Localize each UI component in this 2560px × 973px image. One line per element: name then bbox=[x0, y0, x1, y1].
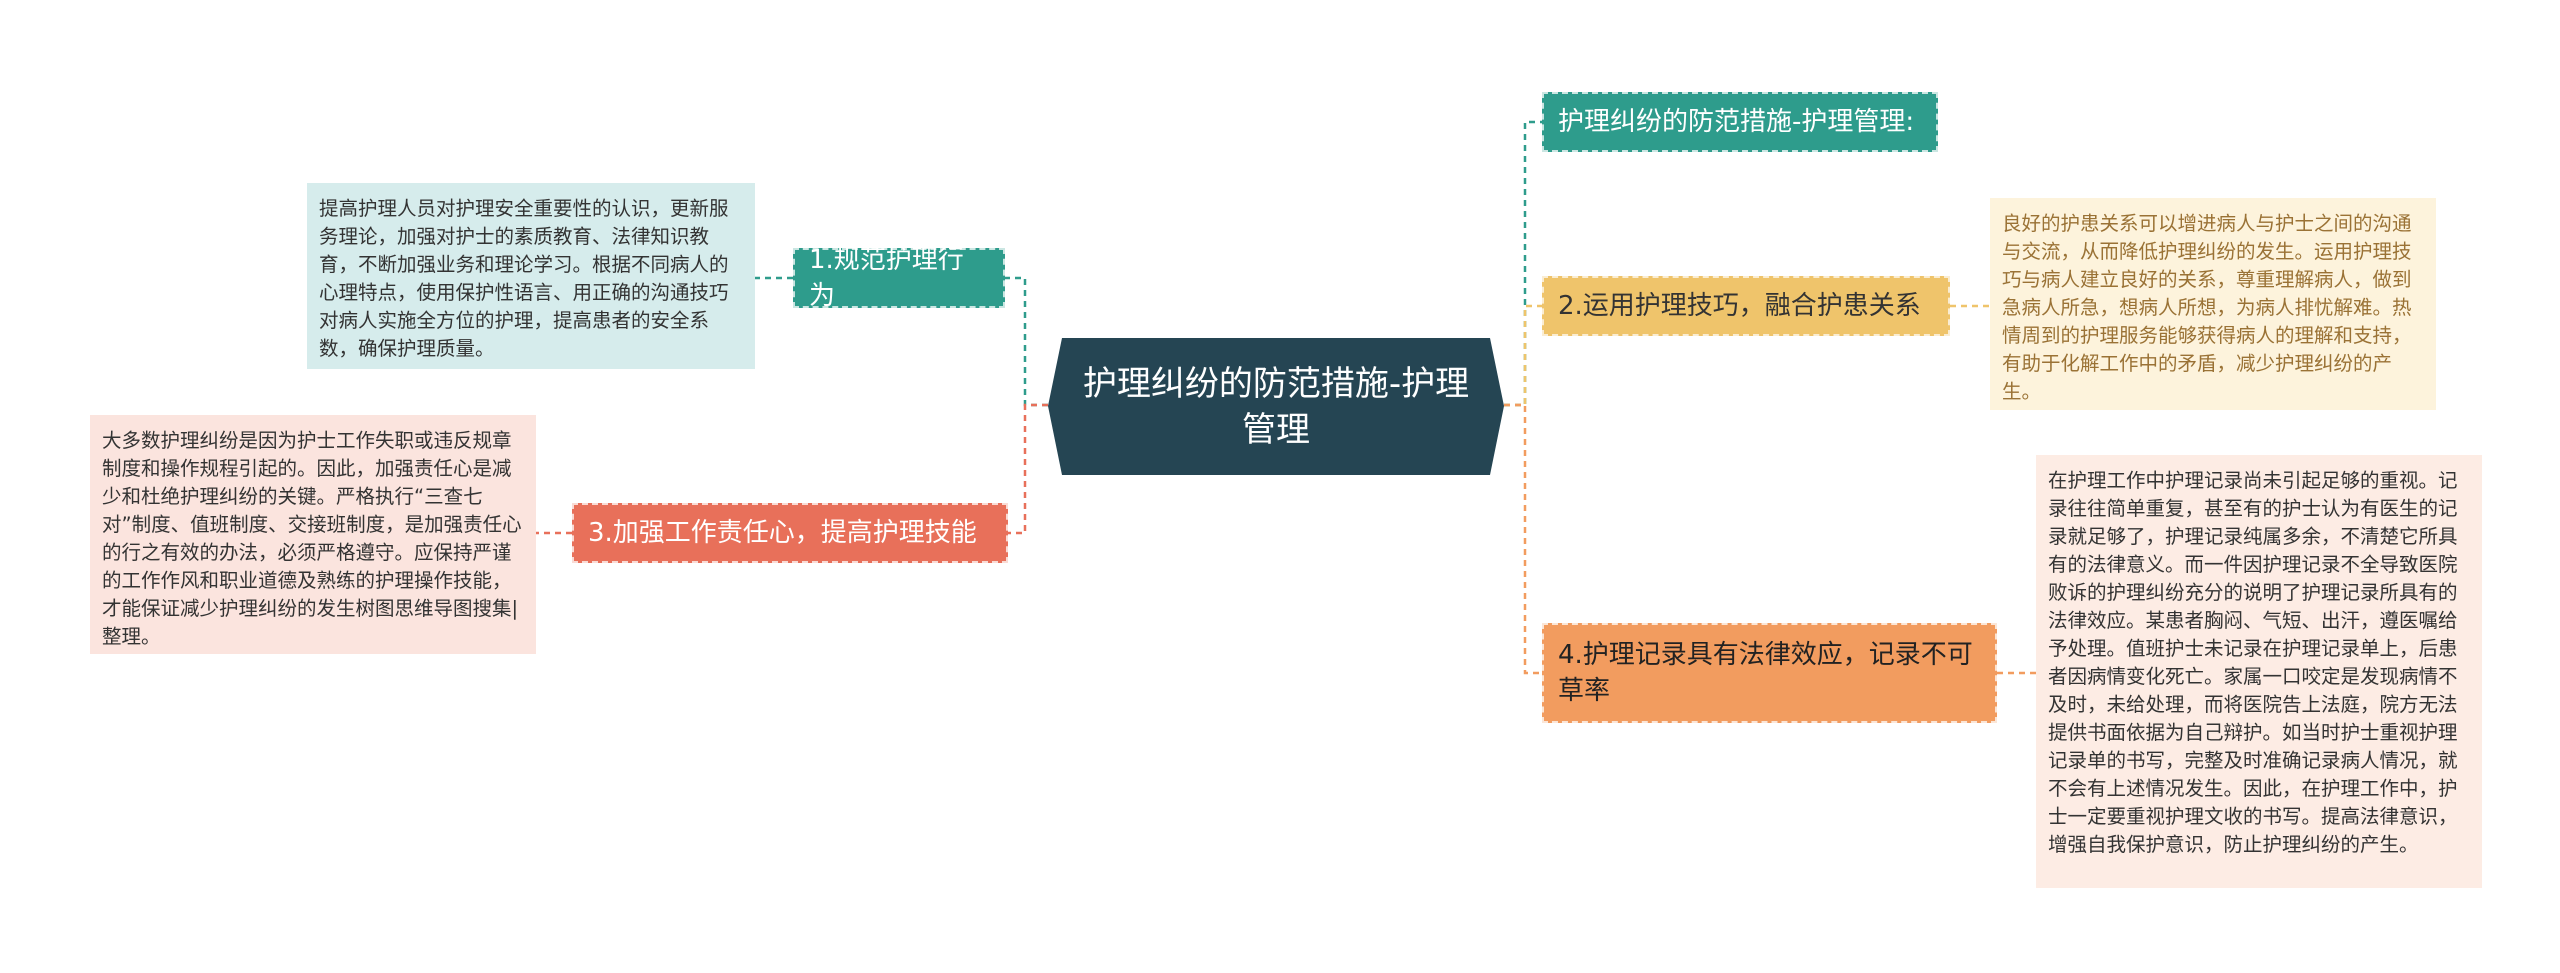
central-topic[interactable]: 护理纠纷的防范措施-护理管理 bbox=[1048, 338, 1504, 475]
link-center-t1 bbox=[1504, 120, 1542, 407]
note-regulate-nursing-behavior: 提高护理人员对护理安全重要性的认识，更新服务理论，加强对护士的素质教育、法律知识… bbox=[307, 183, 755, 369]
branch-label: 护理纠纷的防范措施-护理管理: bbox=[1558, 107, 1915, 137]
note-nursing-skills: 良好的护患关系可以增进病人与护士之间的沟通与交流，从而降低护理纠纷的发生。运用护… bbox=[1990, 198, 2436, 410]
link-center-b4 bbox=[1504, 403, 1542, 675]
branch-label: 1.规范护理行为 bbox=[809, 245, 964, 311]
link-center-b1 bbox=[1005, 276, 1048, 407]
branch-topic-heading[interactable]: 护理纠纷的防范措施-护理管理: bbox=[1542, 92, 1938, 152]
branch-label: 4.护理记录具有法律效应，记录不可草率 bbox=[1558, 640, 1973, 706]
branch-regulate-nursing-behavior[interactable]: 1.规范护理行为 bbox=[793, 245, 1005, 311]
link-center-b3 bbox=[1008, 403, 1048, 535]
branch-nursing-records[interactable]: 4.护理记录具有法律效应，记录不可草率 bbox=[1542, 623, 1997, 723]
link-center-b2 bbox=[1504, 304, 1542, 407]
central-topic-label: 护理纠纷的防范措施-护理管理 bbox=[1082, 363, 1470, 450]
branch-label: 2.运用护理技巧，融合护患关系 bbox=[1558, 291, 1921, 321]
note-strengthen-responsibility: 大多数护理纠纷是因为护士工作失职或违反规章制度和操作规程引起的。因此，加强责任心… bbox=[90, 415, 536, 654]
note-nursing-records: 在护理工作中护理记录尚未引起足够的重视。记录往往简单重复，甚至有的护士认为有医生… bbox=[2036, 455, 2482, 888]
branch-strengthen-responsibility[interactable]: 3.加强工作责任心，提高护理技能 bbox=[572, 503, 1008, 563]
branch-nursing-skills[interactable]: 2.运用护理技巧，融合护患关系 bbox=[1542, 276, 1950, 336]
branch-label: 3.加强工作责任心，提高护理技能 bbox=[588, 518, 977, 548]
